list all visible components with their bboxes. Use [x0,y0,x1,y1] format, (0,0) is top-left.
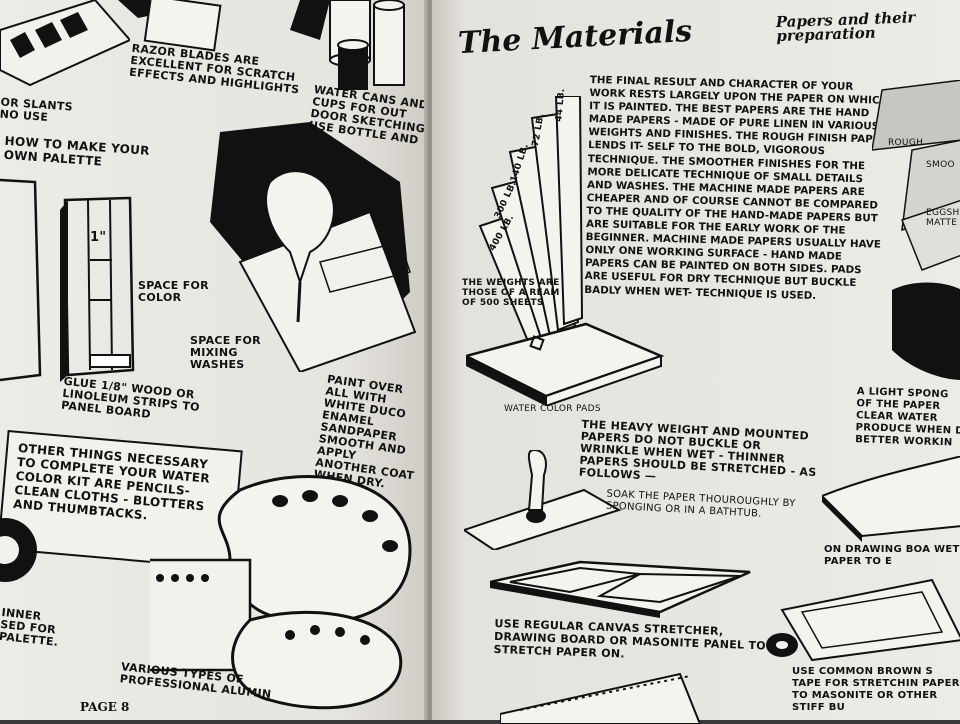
water-cans-illustration [290,0,405,90]
wheel-illustration [0,518,37,582]
smooth-label: SMOO [926,160,955,170]
drawing-board-caption: ON DRAWING BOA WET PAPER TO E [824,544,960,567]
space-mixing-label: SPACE FOR MIXING WASHES [190,334,261,371]
rough-label: ROUGH [888,138,924,148]
palette-tray-illustration [0,0,130,87]
eggshell-label: EGGSH MATTE [926,208,960,228]
dimension-label: 1" [90,230,107,245]
water-color-pad-illustration [466,322,665,406]
sponge-caption: A LIGHT SPONG OF THE PAPER CLEAR WATER P… [855,386,960,449]
pads-caption: WATER COLOR PADS [504,404,601,414]
aluminum-palettes-illustration [150,475,412,710]
drawing-board-illustration [822,456,960,542]
sponging-illustration [464,450,622,550]
weights-caption: THE WEIGHTS ARE THOSE OF A REAM OF 500 S… [462,278,560,308]
intro-paragraph: THE FINAL RESULT AND CHARACTER OF YOUR W… [584,74,889,302]
palette-board-illustration [0,178,135,382]
slants-caption: OR SLANTS NO USE [0,95,74,124]
tape-board-illustration [766,578,960,662]
paper-swatches-illustration [872,80,960,380]
perforated-edge-illustration [500,672,700,724]
page-number: PAGE 8 [80,700,130,714]
thinner-caption: INNER SED FOR PALETTE. [0,605,59,649]
palette-heading: HOW TO MAKE YOUR OWN PALETTE [3,133,151,169]
razor-blades-illustration [118,0,222,52]
razor-caption: RAZOR BLADES ARE EXCELLENT FOR SCRATCH E… [128,41,301,97]
painting-hand-illustration [210,122,417,372]
paper-weights-fan-illustration [478,96,584,348]
left-page: RAZOR BLADES ARE EXCELLENT FOR SCRATCH E… [0,0,428,720]
glue-caption: GLUE 1/8" WOOD OR LINOLEUM STRIPS TO PAN… [60,374,201,421]
brown-tape-caption: USE COMMON BROWN S TAPE FOR STRETCHIN PA… [792,666,960,713]
space-color-label: SPACE FOR COLOR [138,279,209,304]
canvas-stretcher-illustration [490,560,751,618]
